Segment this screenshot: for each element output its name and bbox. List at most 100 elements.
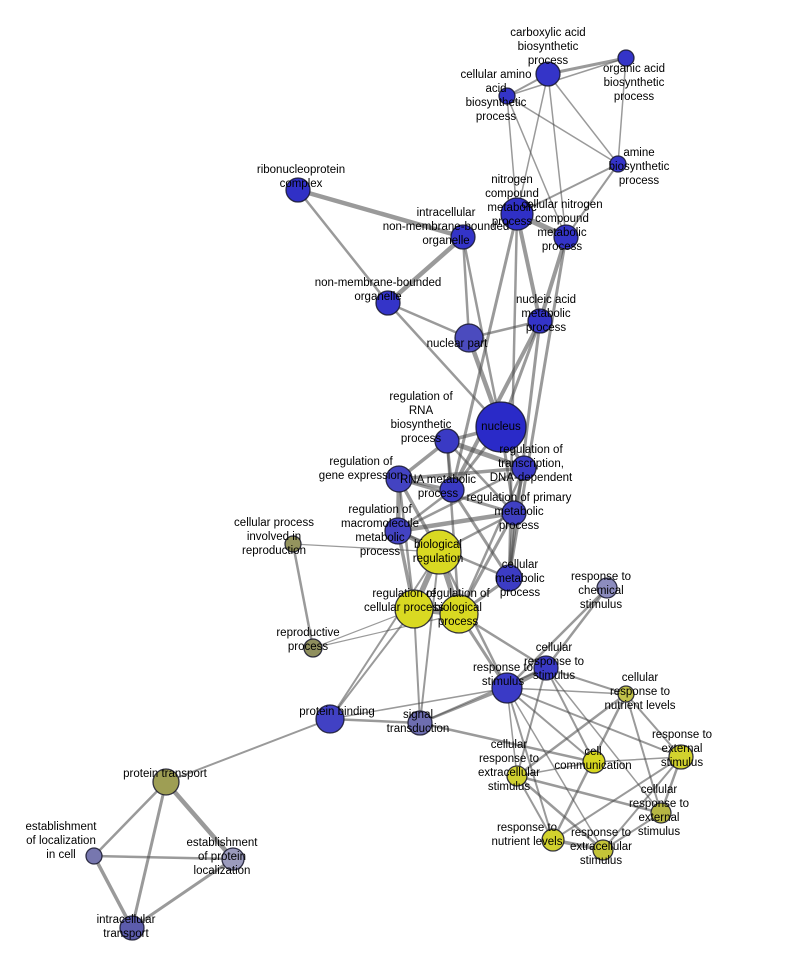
edge-prottransport-estlocincell[interactable] [92,780,168,858]
edge-protbind-sigtrans[interactable] [328,717,422,725]
edge-respstim-cellrespnutrient[interactable] [506,687,627,695]
edge-sigtrans-cellcomm[interactable] [418,721,596,764]
edge-carboxylic-organic[interactable] [546,56,628,76]
node-nmb[interactable] [375,290,401,316]
edge-amine-nitrogen[interactable] [516,163,619,215]
edge-respstim-respchem[interactable] [505,586,609,690]
edge-organic-amine[interactable] [617,57,627,165]
node-carboxylic[interactable] [535,61,561,87]
edge-cellrespnutrient-cellrespext[interactable] [625,693,662,814]
edge-estprotloc-estlocincell[interactable] [92,854,235,861]
edge-cellcomm-cellrespextracell[interactable] [516,761,595,777]
node-cellmetab[interactable] [495,564,523,592]
edge-protbind-respstim[interactable] [329,687,508,720]
node-respextracell[interactable] [592,839,614,861]
node-rnametab[interactable] [439,477,465,503]
node-protbind[interactable] [315,704,345,734]
edge-amino-nitrogen[interactable] [506,95,518,215]
edge-regrna-regbio[interactable] [445,439,461,616]
node-regbio[interactable] [439,594,479,634]
node-amino[interactable] [498,87,516,105]
edge-rnametab-cellmetab[interactable] [450,488,511,580]
node-respext[interactable] [668,744,694,770]
edge-respnutrient-cellrespextracell[interactable] [516,775,554,841]
node-estlocincell[interactable] [85,847,103,865]
edge-prottransport-intratransport[interactable] [130,780,168,930]
node-regrna[interactable] [434,428,460,454]
edge-cellnitrogen-nucleicacid[interactable] [538,235,568,323]
node-estprotloc[interactable] [221,847,245,871]
edge-regrna-regprimary[interactable] [445,439,516,515]
node-nuclearpart[interactable] [454,323,484,353]
edge-regtrans-reggene[interactable] [397,466,526,481]
edge-nucleicacid-cellmetab[interactable] [507,319,542,580]
edge-rnp-nmb[interactable] [296,188,390,305]
node-reggene[interactable] [385,465,413,493]
node-cellprocrepro[interactable] [284,535,302,553]
node-respnutrient[interactable] [541,828,565,852]
edge-cellrespnutrient-cellrespextracell[interactable] [515,692,628,778]
node-intratransport[interactable] [119,915,145,941]
edge-respstim-cellcomm[interactable] [506,687,595,763]
edge-cellcomm-respext[interactable] [593,756,682,763]
edge-carboxylic-amine[interactable] [547,73,619,165]
node-regcell[interactable] [394,589,434,629]
node-regmacro[interactable] [384,517,412,545]
node-bioreg[interactable] [416,529,462,575]
edge-nmb-nucleus[interactable] [386,301,503,429]
edge-nitrogen-nucleicacid[interactable] [515,212,542,323]
node-nucleicacid[interactable] [527,308,553,334]
edge-cellrespstim-sigtrans[interactable] [419,667,547,724]
edge-intranmb-nmb[interactable] [385,234,466,306]
edge-cellrespstim-cellrespextracell[interactable] [516,667,547,777]
edge-regtrans-regmacro[interactable] [396,466,526,533]
edge-amino-amine[interactable] [506,95,619,165]
edge-amino-cellnitrogen[interactable] [506,95,567,238]
edge-prottransport-estprotloc[interactable] [163,779,236,862]
edge-respstim-respnutrient[interactable] [506,687,554,841]
node-organic[interactable] [617,49,635,67]
edge-carboxylic-nitrogen[interactable] [516,73,549,215]
edge-estlocincell-intratransport[interactable] [92,854,134,930]
node-nucleus[interactable] [475,401,527,453]
edge-regrna-regtrans[interactable] [444,438,527,471]
edge-cellprocrepro-bioreg[interactable] [292,543,440,553]
edge-reproproc-regbio[interactable] [312,613,460,649]
edge-rnp-intranmb[interactable] [295,187,466,240]
edge-nmb-nuclearpart[interactable] [386,301,471,340]
edge-cellrespstim-cellcomm[interactable] [545,667,595,763]
edge-reggene-regcell[interactable] [397,477,416,611]
edge-organic-amino[interactable] [506,57,627,97]
edge-intranmb-nuclearpart[interactable] [461,235,471,340]
node-respchem[interactable] [596,577,618,599]
edge-protbind-bioreg[interactable] [329,551,440,720]
node-cellrespext[interactable] [650,802,672,824]
edge-cellrespstim-cellrespnutrient[interactable] [545,667,627,695]
node-amine[interactable] [609,155,627,173]
node-cellrespnutrient[interactable] [617,685,635,703]
edge-respextracell-cellrespextracell[interactable] [515,774,605,852]
edge-regtrans-regbio[interactable] [457,466,526,616]
node-regtrans[interactable] [511,455,537,481]
edge-cellrespnutrient-respext[interactable] [625,693,682,758]
node-intranmb[interactable] [450,224,476,250]
edge-bioreg-sigtrans[interactable] [419,551,440,724]
edge-cellrespstim-respchem[interactable] [544,586,609,670]
node-respstim[interactable] [491,672,523,704]
edge-estprotloc-intratransport[interactable] [130,857,235,930]
node-rnp[interactable] [285,177,311,203]
node-reproproc[interactable] [303,638,323,658]
edge-respstim-respext[interactable] [506,687,682,758]
node-prottransport[interactable] [152,768,180,796]
edge-cellrespextracell-cellrespext[interactable] [515,774,663,815]
node-cellcomm[interactable] [582,750,606,774]
edge-protbind-prottransport[interactable] [165,718,331,783]
edge-amine-cellnitrogen[interactable] [565,163,619,238]
edge-carboxylic-cellnitrogen[interactable] [547,73,567,238]
edge-protbind-regcell[interactable] [329,608,415,720]
node-cellrespstim[interactable] [533,655,559,681]
node-nitrogen[interactable] [500,197,534,231]
node-sigtrans[interactable] [407,710,433,736]
node-cellrespextracell[interactable] [506,765,528,787]
edge-respext-respextracell[interactable] [602,756,682,851]
